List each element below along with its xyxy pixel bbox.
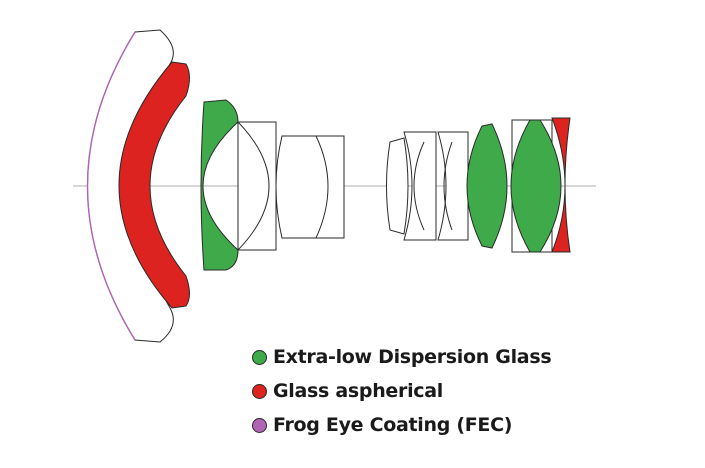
fec-coating-edge [86, 31, 136, 341]
green-circle-icon [252, 349, 267, 365]
purple-circle-icon [252, 417, 267, 433]
legend-label-fec: Frog Eye Coating (FEC) [273, 414, 513, 436]
legend-item-ed: Extra-low Dispersion Glass [252, 342, 552, 372]
lens-element-4-curve [237, 121, 270, 251]
lens-element-11-aspherical [551, 117, 571, 253]
lens-element-6 [386, 137, 409, 235]
legend-label-aspherical: Glass aspherical [273, 380, 443, 402]
lens-element-3-ed [200, 99, 239, 271]
lens-element-4 [237, 121, 277, 251]
lens-element-10-ed [510, 119, 562, 253]
lens-element-7 [403, 131, 437, 241]
red-circle-icon [252, 383, 267, 399]
legend-label-ed: Extra-low Dispersion Glass [273, 346, 552, 368]
lens-element-8 [437, 131, 469, 241]
lens-element-5-curve [315, 135, 329, 239]
legend-item-aspherical: Glass aspherical [252, 376, 443, 406]
lens-element-7-curve [413, 141, 425, 231]
lens-element-2-aspherical [118, 61, 190, 309]
lens-element-8-curve [443, 141, 453, 231]
lens-element-5 [275, 135, 345, 239]
legend-item-fec: Frog Eye Coating (FEC) [252, 410, 512, 440]
lens-element-9-ed [466, 123, 508, 249]
